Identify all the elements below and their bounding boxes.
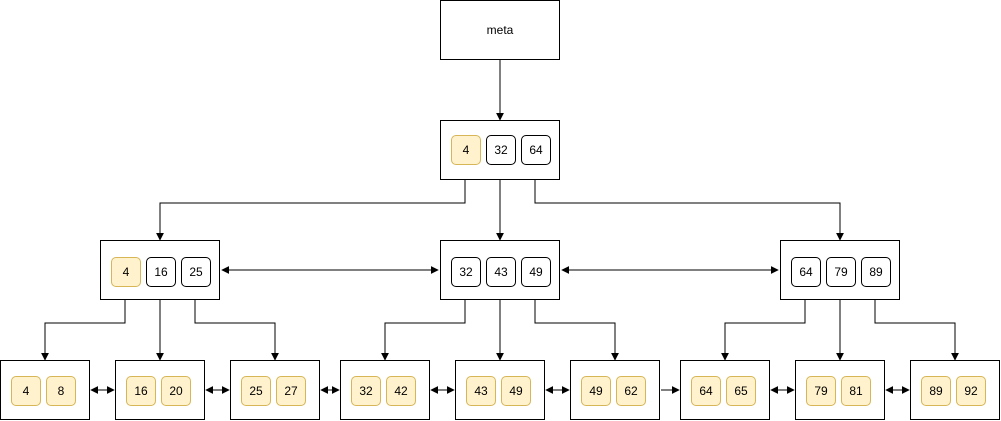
meta-node: meta bbox=[440, 0, 560, 60]
leaf-9-key-2: 92 bbox=[956, 376, 986, 406]
leaf-node-3: 25 27 bbox=[230, 360, 320, 420]
internal-node-3: 64 79 89 bbox=[780, 240, 900, 300]
leaf-4-key-2: 42 bbox=[386, 376, 416, 406]
leaf-4-key-1: 32 bbox=[351, 376, 381, 406]
leaf-2-key-2: 20 bbox=[161, 376, 191, 406]
internal-2-key-1: 32 bbox=[451, 257, 481, 287]
leaf-1-key-2: 8 bbox=[46, 376, 76, 406]
root-key-1: 4 bbox=[451, 135, 481, 165]
root-key-3: 64 bbox=[521, 135, 551, 165]
internal-2-key-2: 43 bbox=[486, 257, 516, 287]
edge-internal-3-leaf-9 bbox=[874, 286, 959, 361]
edge-internal-2-leaf-4 bbox=[381, 286, 466, 361]
leaf-9-key-1: 89 bbox=[921, 376, 951, 406]
internal-node-1: 4 16 25 bbox=[100, 240, 220, 300]
leaf-6-key-2: 62 bbox=[616, 376, 646, 406]
leaf-node-4: 32 42 bbox=[340, 360, 430, 420]
leaf-2-key-1: 16 bbox=[126, 376, 156, 406]
internal-3-key-2: 79 bbox=[826, 257, 856, 287]
edge-root-internal-1 bbox=[156, 164, 466, 241]
leaf-5-key-1: 43 bbox=[466, 376, 496, 406]
leaf-3-key-1: 25 bbox=[241, 376, 271, 406]
leaf-node-8: 79 81 bbox=[795, 360, 885, 420]
edge-internal-3-leaf-7 bbox=[721, 286, 806, 361]
internal-3-key-3: 89 bbox=[861, 257, 891, 287]
root-key-2: 32 bbox=[486, 135, 516, 165]
internal-1-key-2: 16 bbox=[146, 257, 176, 287]
leaf-node-5: 43 49 bbox=[455, 360, 545, 420]
leaf-3-key-2: 27 bbox=[276, 376, 306, 406]
edge-internal-2-leaf-6 bbox=[534, 286, 619, 361]
leaf-node-9: 89 92 bbox=[910, 360, 1000, 420]
leaf-6-key-1: 49 bbox=[581, 376, 611, 406]
internal-1-key-1: 4 bbox=[111, 257, 141, 287]
leaf-1-key-1: 4 bbox=[11, 376, 41, 406]
internal-3-key-1: 64 bbox=[791, 257, 821, 287]
leaf-node-7: 64 65 bbox=[680, 360, 770, 420]
internal-1-key-3: 25 bbox=[181, 257, 211, 287]
leaf-5-key-2: 49 bbox=[501, 376, 531, 406]
internal-2-key-3: 49 bbox=[521, 257, 551, 287]
internal-node-2: 32 43 49 bbox=[440, 240, 560, 300]
edge-internal-1-leaf-3 bbox=[194, 286, 279, 361]
leaf-node-1: 4 8 bbox=[0, 360, 90, 420]
leaf-8-key-1: 79 bbox=[806, 376, 836, 406]
root-node: 4 32 64 bbox=[440, 120, 560, 180]
edge-internal-1-leaf-1 bbox=[41, 286, 126, 361]
leaf-node-6: 49 62 bbox=[570, 360, 660, 420]
leaf-7-key-2: 65 bbox=[726, 376, 756, 406]
leaf-7-key-1: 64 bbox=[691, 376, 721, 406]
leaf-8-key-2: 81 bbox=[841, 376, 871, 406]
leaf-node-2: 16 20 bbox=[115, 360, 205, 420]
edge-root-internal-3 bbox=[534, 164, 844, 241]
meta-label: meta bbox=[486, 23, 514, 37]
